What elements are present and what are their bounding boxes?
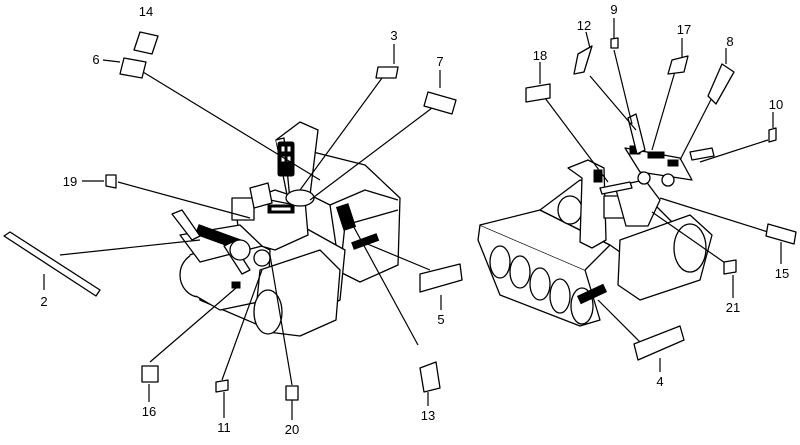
callout-2: 2 [40, 294, 47, 309]
decal-part-7 [423, 91, 457, 115]
callout-3: 3 [390, 28, 397, 43]
callout-4: 4 [656, 374, 663, 389]
callout-12: 12 [577, 18, 591, 33]
callout-6: 6 [92, 52, 99, 67]
decal-part-19 [105, 174, 117, 189]
decal-part-14 [133, 31, 159, 55]
decal-part-11 [215, 379, 229, 393]
callout-10: 10 [769, 97, 783, 112]
callout-18: 18 [533, 48, 547, 63]
callout-19: 19 [63, 174, 77, 189]
decal-part-10 [768, 127, 777, 143]
decal-part-12 [573, 45, 593, 75]
callout-13: 13 [421, 408, 435, 423]
decal-part-2 [3, 231, 101, 297]
decal-parts [3, 31, 797, 401]
decal-part-16 [141, 365, 159, 383]
decal-part-6 [119, 57, 147, 79]
decal-part-8 [707, 63, 735, 105]
callout-20: 20 [285, 422, 299, 437]
callout-15: 15 [775, 266, 789, 281]
callout-17: 17 [677, 22, 691, 37]
decal-part-5 [419, 263, 463, 293]
callout-11: 11 [217, 420, 231, 435]
callout-14: 14 [139, 4, 153, 19]
decal-part-9 [610, 37, 619, 49]
callout-9: 9 [610, 2, 617, 17]
callout-7: 7 [436, 54, 443, 69]
decal-part-3 [375, 66, 399, 79]
right-snowblower [477, 113, 715, 327]
callout-16: 16 [142, 404, 156, 419]
decal-part-4 [633, 325, 685, 361]
callout-21: 21 [726, 300, 740, 315]
decal-part-20 [285, 385, 299, 401]
leader-lines [43, 18, 782, 420]
decal-part-21 [723, 259, 737, 275]
left-snowblower [171, 121, 401, 337]
decal-part-15 [765, 223, 797, 245]
callout-5: 5 [437, 312, 444, 327]
decal-part-17 [667, 55, 689, 75]
callout-8: 8 [726, 34, 733, 49]
decal-part-18 [525, 83, 551, 103]
callout-labels: 2 3 4 5 6 7 8 9 10 11 12 13 14 15 16 17 … [40, 2, 789, 437]
decal-part-13 [419, 361, 441, 393]
